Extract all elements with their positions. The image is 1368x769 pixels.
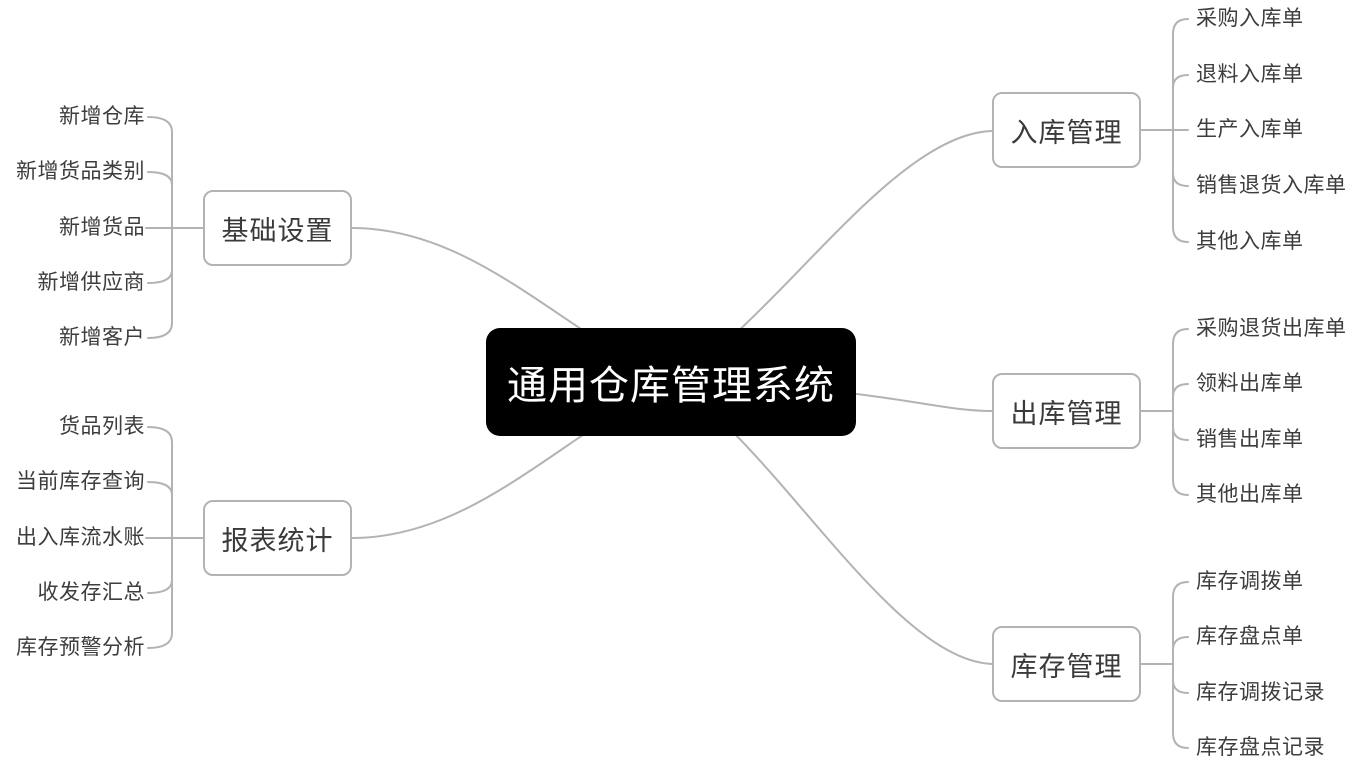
leaf-node[interactable]: 新增客户 — [59, 325, 145, 349]
leaf-node[interactable]: 库存预警分析 — [16, 635, 145, 659]
root-node[interactable]: 通用仓库管理系统 — [486, 328, 856, 436]
bracket-inventory-stub — [1172, 636, 1189, 651]
leaf-node[interactable]: 领料出库单 — [1196, 371, 1304, 395]
branch-node-basic-settings[interactable]: 基础设置 — [203, 190, 352, 266]
bracket-basic-settings-stub — [147, 269, 173, 284]
bracket-inventory-spine — [1172, 581, 1189, 749]
leaf-node[interactable]: 库存调拨单 — [1196, 569, 1304, 593]
leaf-node[interactable]: 其他出库单 — [1196, 482, 1304, 506]
leaf-node[interactable]: 其他入库单 — [1196, 229, 1304, 253]
branch-node-inbound[interactable]: 入库管理 — [992, 92, 1141, 168]
bracket-outbound-stub — [1172, 426, 1189, 441]
leaf-node[interactable]: 采购退货出库单 — [1196, 316, 1347, 340]
leaf-node[interactable]: 新增仓库 — [59, 104, 145, 128]
bracket-inventory-stub — [1172, 679, 1189, 694]
bracket-inbound-stub — [1172, 172, 1189, 187]
bracket-outbound-spine — [1172, 328, 1189, 496]
leaf-node[interactable]: 库存调拨记录 — [1196, 680, 1325, 704]
leaf-node[interactable]: 生产入库单 — [1196, 117, 1304, 141]
leaf-node[interactable]: 新增供应商 — [37, 270, 145, 294]
branch-node-inventory[interactable]: 库存管理 — [992, 626, 1141, 702]
bracket-inbound-stub — [1172, 74, 1189, 89]
bracket-outbound-stub — [1172, 383, 1189, 398]
bracket-report-stats-stub — [147, 481, 173, 496]
leaf-node[interactable]: 销售退货入库单 — [1196, 173, 1347, 197]
leaf-node[interactable]: 出入库流水账 — [16, 525, 145, 549]
leaf-node[interactable]: 新增货品类别 — [16, 159, 145, 183]
leaf-node[interactable]: 货品列表 — [59, 414, 145, 438]
leaf-node[interactable]: 库存盘点单 — [1196, 624, 1304, 648]
bracket-basic-settings-stub — [147, 171, 173, 186]
branch-node-outbound[interactable]: 出库管理 — [992, 373, 1141, 449]
leaf-node[interactable]: 退料入库单 — [1196, 62, 1304, 86]
leaf-node[interactable]: 收发存汇总 — [37, 580, 145, 604]
leaf-node[interactable]: 新增货品 — [59, 215, 145, 239]
leaf-node[interactable]: 采购入库单 — [1196, 6, 1304, 30]
leaf-node[interactable]: 销售出库单 — [1196, 427, 1304, 451]
branch-node-report-stats[interactable]: 报表统计 — [203, 500, 352, 576]
leaf-node[interactable]: 当前库存查询 — [16, 469, 145, 493]
leaf-node[interactable]: 库存盘点记录 — [1196, 735, 1325, 759]
bracket-report-stats-stub — [147, 579, 173, 594]
